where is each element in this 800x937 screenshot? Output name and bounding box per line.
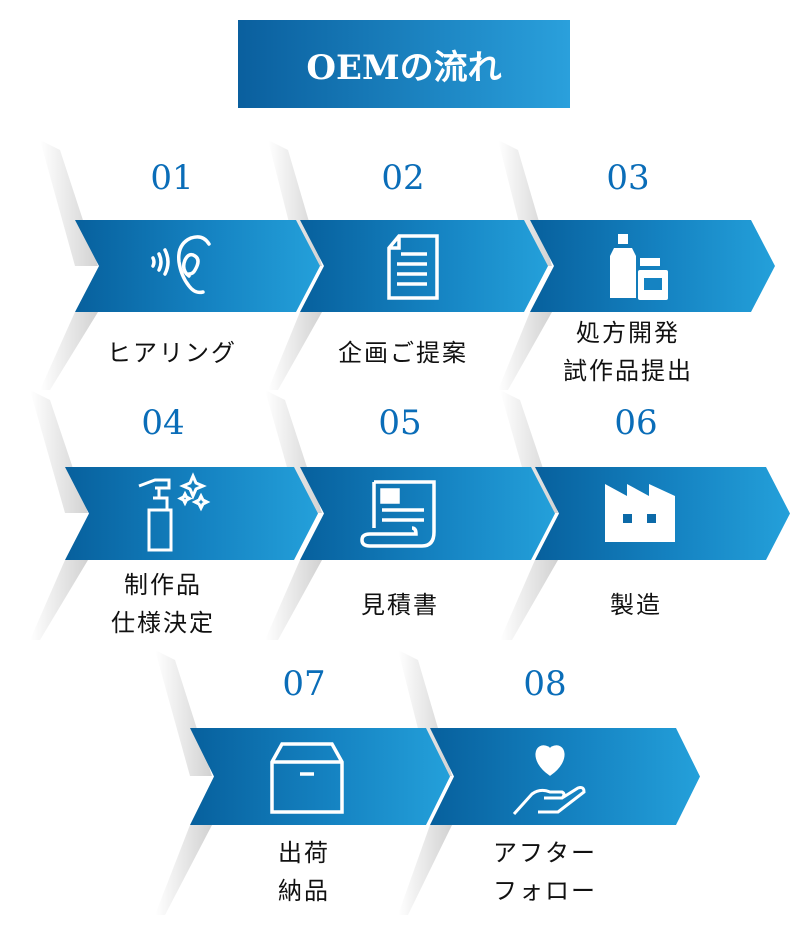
heart-hand-icon [512, 745, 586, 816]
label-line: ヒアリング [107, 339, 237, 367]
label-line: 製造 [610, 591, 662, 619]
label-line: 制作品 [124, 571, 202, 599]
step-03-number: 03 [606, 158, 650, 198]
label-line: フォロー [493, 877, 597, 905]
document-icon [387, 234, 439, 300]
step-04-label: 制作品仕様決定 [111, 566, 215, 642]
spray-bottle-icon [138, 472, 211, 552]
label-line: 見積書 [361, 591, 439, 619]
label-line: 納品 [278, 877, 330, 905]
label-line: 出荷 [278, 839, 330, 867]
label-line: 仕様決定 [111, 609, 215, 637]
step-07-label: 出荷納品 [278, 834, 330, 910]
step-03-label: 処方開発試作品提出 [563, 314, 693, 390]
box-icon [270, 742, 344, 814]
step-04-number: 04 [141, 403, 185, 443]
step-08-band [430, 728, 700, 825]
step-07-number: 07 [282, 664, 326, 704]
step-08-number: 08 [523, 664, 567, 704]
step-08-label: アフターフォロー [493, 834, 597, 910]
step-05-number: 05 [378, 403, 422, 443]
ear-icon [151, 235, 211, 295]
bottles-icon [610, 234, 668, 300]
label-line: アフター [493, 839, 597, 867]
step-06-number: 06 [614, 403, 658, 443]
label-line: 試作品提出 [563, 357, 693, 385]
step-01-label: ヒアリング [107, 334, 237, 372]
page-title: OEMの流れ [238, 20, 570, 108]
label-line: 処方開発 [576, 319, 680, 347]
label-line: 企画ご提案 [338, 339, 468, 367]
step-02-label: 企画ご提案 [338, 334, 468, 372]
step-02-number: 02 [381, 158, 425, 198]
step-05-label: 見積書 [361, 586, 439, 624]
factory-icon [605, 484, 675, 542]
step-01-number: 01 [150, 158, 194, 198]
scroll-icon [360, 480, 436, 548]
step-06-label: 製造 [610, 586, 662, 624]
